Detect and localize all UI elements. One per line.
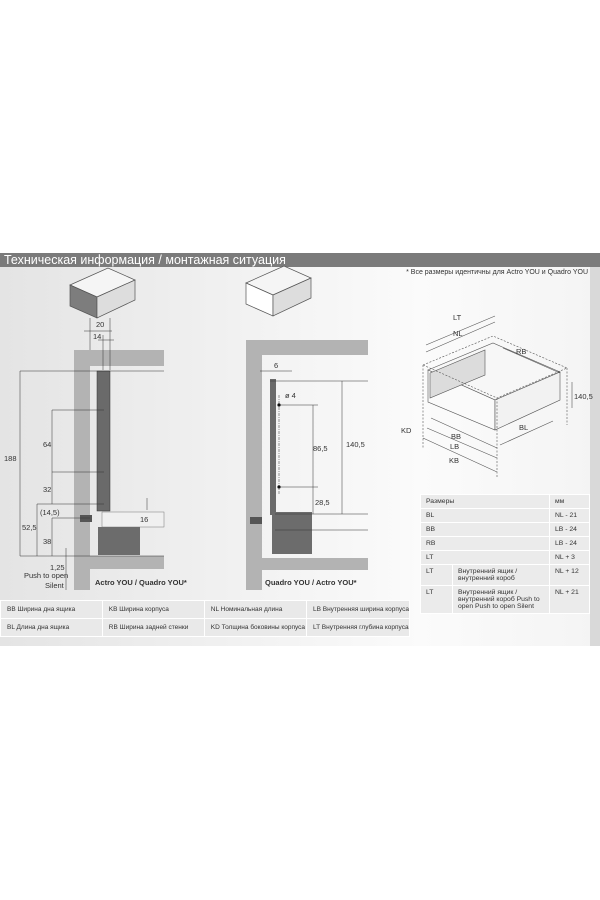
label-RB: RB <box>516 347 526 356</box>
drawer-thumbnail-light <box>245 265 312 317</box>
row-code: BB <box>420 522 550 537</box>
right-edge-strip <box>590 267 600 646</box>
legend-item: KD Толщина боковины корпуса <box>203 618 307 637</box>
dim-52-5: 52,5 <box>22 523 37 532</box>
row-code: LT <box>420 550 550 565</box>
label-BL: BL <box>519 423 528 432</box>
row-value: NL + 21 <box>549 585 590 614</box>
dim-28-5: 28,5 <box>315 498 330 507</box>
header-mm: мм <box>549 494 590 509</box>
row-value: NL - 21 <box>549 508 590 523</box>
label-NL: NL <box>453 329 463 338</box>
left-section-drawing: 20 14 188 64 32 (14,5) 52,5 38 16 1,25 P… <box>4 318 187 590</box>
dim-32: 32 <box>43 485 51 494</box>
dim-20: 20 <box>96 320 104 329</box>
label-KB: KB <box>449 456 459 465</box>
row-code: LT <box>420 585 453 614</box>
footnote: * Все размеры идентичны для Actro YOU и … <box>406 269 588 276</box>
row-value: NL + 3 <box>549 550 590 565</box>
legend-item: KB Ширина корпуса <box>101 600 205 619</box>
label-LT: LT <box>453 313 462 322</box>
header-sizes: Размеры <box>420 494 550 509</box>
dim-64: 64 <box>43 440 51 449</box>
row-code: LT <box>420 564 453 586</box>
legend-item: NL Номинальная длина <box>203 600 307 619</box>
dim-6: 6 <box>274 361 278 370</box>
dim-86-5: 86,5 <box>313 444 328 453</box>
row-desc: Внутренний ящик / внутренний короб Push … <box>452 585 550 614</box>
legend-item: RB Ширина задней стенки <box>101 618 205 637</box>
legend-item: BL Длина дна ящика <box>0 618 103 637</box>
iso-drawer-drawing: LT NL RB 140,5 KD BB LB KB BL <box>401 313 593 478</box>
silent-label: Silent <box>45 581 65 590</box>
row-value: LB - 24 <box>549 536 590 551</box>
dim-140-5: 140,5 <box>346 440 365 449</box>
label-140-5: 140,5 <box>574 392 593 401</box>
row-value: NL + 12 <box>549 564 590 586</box>
dim-16: 16 <box>140 515 148 524</box>
left-caption: Actro YOU / Quadro YOU* <box>95 578 187 587</box>
dim-14-5: (14,5) <box>40 508 60 517</box>
dim-diameter-4: ø 4 <box>285 391 296 400</box>
row-code: BL <box>420 508 550 523</box>
legend-item: BB Ширина дна ящика <box>0 600 103 619</box>
middle-section-drawing: 6 ø 4 86,5 140,5 28,5 Quadro YOU / Actro… <box>246 340 368 590</box>
dim-38: 38 <box>43 537 51 546</box>
push-to-open-label: Push to open <box>24 571 68 580</box>
middle-caption: Quadro YOU / Actro YOU* <box>265 578 357 587</box>
label-LB: LB <box>450 442 459 451</box>
drawings: 20 14 188 64 32 (14,5) 52,5 38 16 1,25 P… <box>4 265 593 590</box>
legend-item: LB Внутренняя ширина корпуса <box>305 600 411 619</box>
dim-188: 188 <box>4 454 17 463</box>
label-BB: BB <box>451 432 461 441</box>
row-desc: Внутренний ящик / внутренний короб <box>452 564 550 586</box>
legend-item: LT Внутренняя глубина корпуса <box>305 618 411 637</box>
dim-1-25: 1,25 <box>50 563 65 572</box>
technical-sheet: Техническая информация / монтажная ситуа… <box>0 253 600 646</box>
row-code: RB <box>420 536 550 551</box>
drawer-thumbnail-dark <box>69 267 136 319</box>
label-KD: KD <box>401 426 412 435</box>
section-header: Техническая информация / монтажная ситуа… <box>0 253 600 267</box>
dim-14: 14 <box>93 332 101 341</box>
row-value: LB - 24 <box>549 522 590 537</box>
